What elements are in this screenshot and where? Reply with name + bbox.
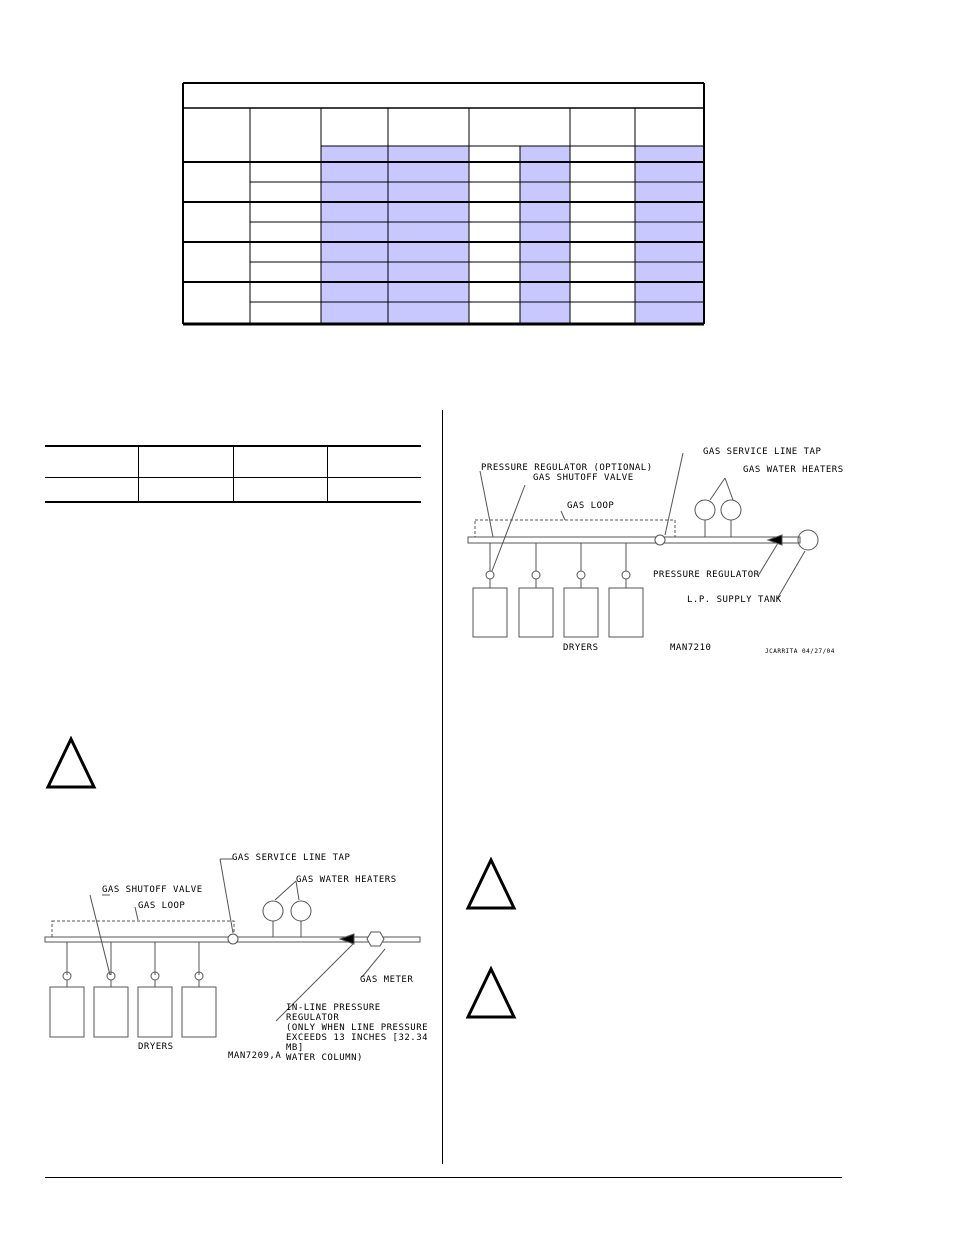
warning-triangle-icon (465, 857, 517, 910)
label-supply-tank: L.P. SUPPLY TANK (687, 595, 782, 605)
shaded-cell (321, 203, 388, 223)
label-water-heaters: GAS WATER HEATERS (743, 465, 844, 475)
shaded-cell (635, 243, 704, 263)
pipe-table-header (45, 446, 140, 478)
shaded-cell (635, 146, 704, 163)
shaded-cell (520, 263, 570, 283)
shaded-cell (635, 303, 704, 323)
spec-table-grid (182, 82, 705, 326)
pipe-table-cell (233, 477, 328, 502)
shaded-cell (520, 223, 570, 243)
shaded-cell (321, 146, 388, 163)
figure-code: MAN7210 (670, 643, 712, 653)
label-dryers: DRYERS (563, 643, 599, 653)
label-regulator-line: IN-LINE PRESSURE REGULATOR (286, 1003, 381, 1023)
label-gas-meter: GAS METER (360, 975, 414, 985)
label-pressure-regulator-optional: PRESSURE REGULATOR (OPTIONAL) (481, 463, 653, 473)
shaded-cell (520, 146, 570, 163)
label-shutoff-valve: GAS SHUTOFF VALVE (533, 473, 634, 483)
label-pressure-regulator: PRESSURE REGULATOR (653, 570, 760, 580)
shaded-cell (520, 243, 570, 263)
label-regulator-line: (ONLY WHEN LINE PRESSURE (286, 1023, 429, 1033)
shaded-cell (388, 243, 469, 263)
shaded-cell (388, 223, 469, 243)
label-regulator-line: WATER COLUMN) (286, 1053, 363, 1063)
lp-gas-diagram: PRESSURE REGULATOR (OPTIONAL) GAS SERVIC… (465, 443, 845, 663)
shaded-cell (388, 203, 469, 223)
shaded-cell (321, 303, 388, 323)
shaded-cell (635, 203, 704, 223)
label-regulator-line: EXCEEDS 13 INCHES [32.34 MB] (286, 1033, 429, 1053)
label-service-tap: GAS SERVICE LINE TAP (703, 447, 822, 457)
pipe-size-table (45, 445, 421, 503)
label-gas-loop: GAS LOOP (567, 501, 615, 511)
shaded-cell (635, 163, 704, 183)
shaded-cell (520, 203, 570, 223)
pipe-table-header (327, 446, 421, 478)
shaded-cell (321, 243, 388, 263)
shaded-cell (388, 183, 469, 203)
warning-triangle-icon (465, 966, 517, 1019)
shaded-cell (635, 223, 704, 243)
label-shutoff-valve: GAS SHUTOFF VALVE (102, 885, 203, 895)
shaded-cell (321, 223, 388, 243)
pipe-table-header (233, 446, 328, 478)
lp-gas-diagram-lines (467, 452, 819, 638)
label-gas-loop: GAS LOOP (138, 901, 186, 911)
drawing-stamp: JCARRITA 04/27/04 (765, 648, 835, 655)
natural-gas-diagram: GAS SERVICE LINE TAP GAS SHUTOFF VALVE G… (40, 845, 430, 1070)
shaded-cell (635, 263, 704, 283)
pipe-table-cell (45, 477, 140, 502)
shaded-cell (321, 183, 388, 203)
shaded-cell (321, 283, 388, 303)
label-regulator: IN-LINE PRESSURE REGULATOR (ONLY WHEN LI… (286, 1003, 430, 1063)
natural-gas-diagram-lines (44, 858, 421, 1038)
pipe-table-cell (327, 477, 421, 502)
shaded-cell (520, 283, 570, 303)
label-water-heaters: GAS WATER HEATERS (296, 875, 397, 885)
label-dryers: DRYERS (138, 1042, 174, 1052)
shaded-cell (635, 183, 704, 203)
shaded-cell (388, 263, 469, 283)
shaded-cell (321, 163, 388, 183)
shaded-cell (321, 263, 388, 283)
shaded-cell (520, 163, 570, 183)
spec-table (182, 82, 708, 328)
label-service-tap: GAS SERVICE LINE TAP (232, 853, 351, 863)
shaded-cell (635, 283, 704, 303)
footer-rule (45, 1177, 842, 1178)
figure-code: MAN7209,A (228, 1051, 282, 1061)
shaded-cell (388, 163, 469, 183)
shaded-cell (520, 183, 570, 203)
warning-triangle-icon (45, 736, 97, 789)
pipe-table-header (138, 446, 234, 478)
shaded-cell (388, 303, 469, 323)
pipe-table-cell (138, 477, 234, 502)
shaded-cell (388, 283, 469, 303)
column-divider (442, 410, 443, 1164)
shaded-cell (388, 146, 469, 163)
shaded-cell (520, 303, 570, 323)
